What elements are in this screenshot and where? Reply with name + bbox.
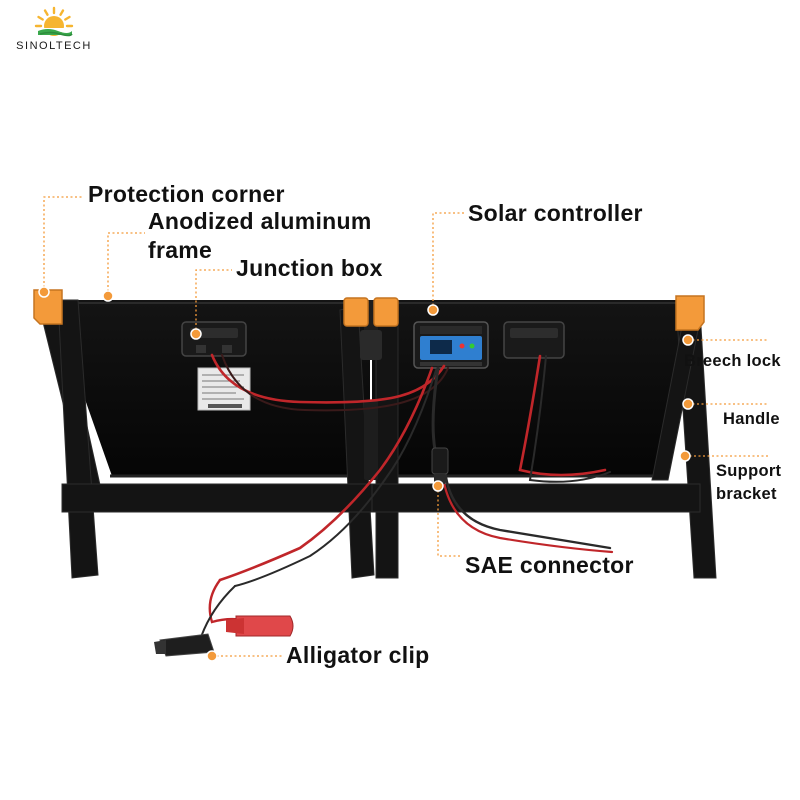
left-support-bracket	[39, 299, 375, 579]
callout-markers	[38, 286, 694, 662]
sinoltech-logo: SINOLTECH	[4, 4, 104, 59]
cables	[199, 353, 614, 641]
protection-corners	[33, 289, 705, 331]
callout-lines	[43, 196, 768, 657]
sun-logo-icon	[34, 6, 74, 37]
right-junction-box	[503, 321, 565, 359]
brand-name: SINOLTECH	[16, 40, 92, 52]
junction-box-label: Junction box	[236, 255, 383, 281]
sae-connector-label: SAE connector	[465, 552, 634, 578]
breech-lock-label: Breech lock	[684, 352, 781, 370]
handle-label: Handle	[723, 410, 780, 428]
aluminum-frame-label-line1: Anodized aluminum	[148, 208, 372, 234]
sae-connector	[431, 447, 449, 484]
aluminum-frame-label-line2: frame	[148, 237, 213, 263]
alligator-clips	[154, 615, 294, 657]
support-bracket-label-line1: Support	[716, 462, 782, 480]
right-support-bracket	[371, 301, 717, 579]
solar-controller	[413, 321, 489, 369]
solar-controller-label: Solar controller	[468, 200, 643, 226]
left-junction-box	[181, 321, 247, 357]
alligator-clip-label: Alligator clip	[286, 642, 430, 668]
support-bracket-label-line2: bracket	[716, 485, 777, 503]
protection-corner-label: Protection corner	[88, 181, 285, 207]
